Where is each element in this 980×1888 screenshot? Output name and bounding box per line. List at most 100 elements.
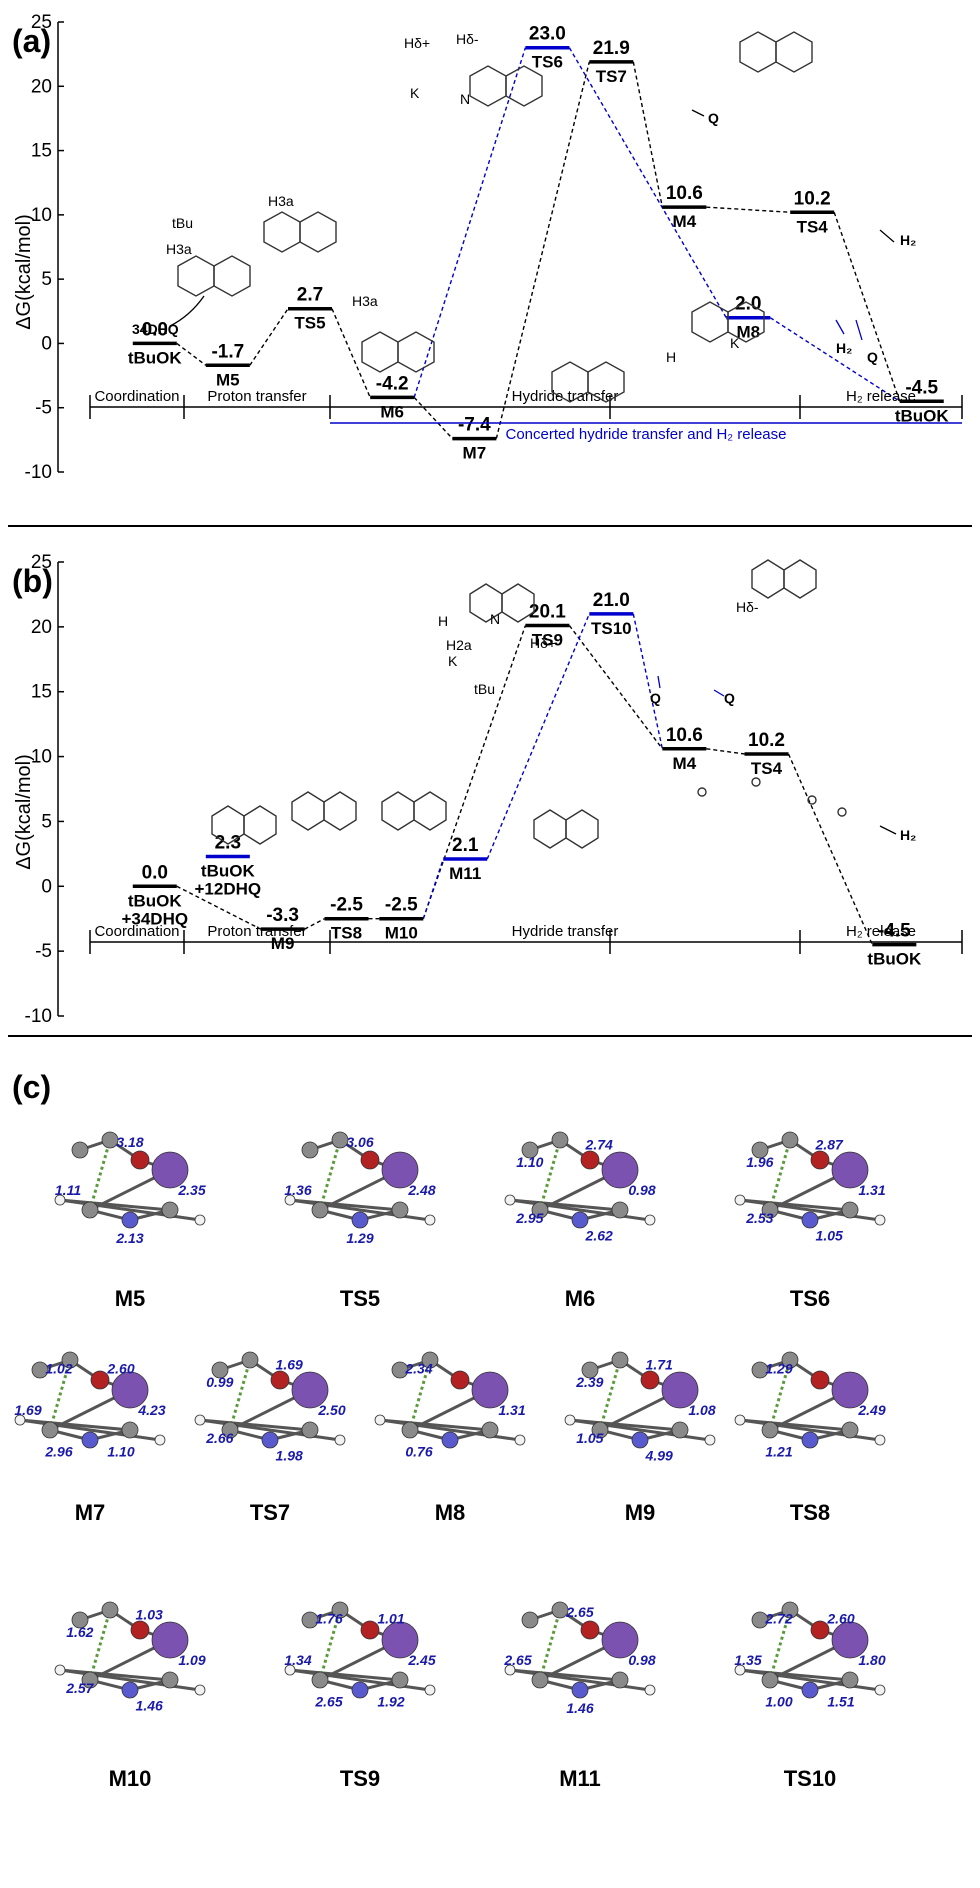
atom: [424, 1684, 436, 1696]
reaction-path-segment: [331, 308, 371, 398]
atom: [810, 1370, 830, 1390]
label-n-ts9: N: [490, 611, 500, 627]
distance-label: 1.03: [136, 1606, 163, 1622]
panel-b-energy-levels: 0.0tBuOK+34DHQ2.3tBuOK+12DHQ-3.3M9-2.5TS…: [121, 590, 922, 969]
atom: [841, 1421, 859, 1439]
distance-label: 1.05: [576, 1430, 603, 1446]
energy-level-value: 0.0: [142, 319, 168, 340]
atom: [101, 1131, 119, 1149]
panel-b-label: (b): [12, 563, 53, 599]
energy-level-value: -3.3: [266, 905, 299, 926]
energy-level-value: 10.2: [794, 188, 831, 209]
label-h3a-m6: H3a: [352, 293, 378, 309]
energy-level-value: 2.7: [297, 285, 323, 306]
molecule-label: TS7: [250, 1500, 290, 1525]
phase-label: Coordination: [94, 923, 179, 940]
atom: [761, 1671, 779, 1689]
y-tick-label: -10: [25, 1006, 52, 1027]
molecule-label: M11: [559, 1766, 601, 1791]
atom: [441, 1431, 459, 1449]
y-tick-label: 5: [41, 269, 52, 290]
atom: [644, 1214, 656, 1226]
atom: [580, 1620, 600, 1640]
distance-label: 2.65: [565, 1604, 593, 1620]
reaction-path-segment: [706, 748, 745, 755]
phase-label: H₂ release: [846, 923, 916, 940]
label-tbu-m5: tBu: [172, 215, 193, 231]
panel-c-label: (c): [12, 1069, 51, 1105]
atom: [521, 1611, 539, 1629]
distance-label: 1.10: [516, 1154, 543, 1170]
atom: [810, 1620, 830, 1640]
energy-level-label: +12DHQ: [195, 879, 262, 898]
label-h-ts9: H: [438, 613, 448, 629]
atom: [54, 1664, 66, 1676]
atom: [331, 1601, 349, 1619]
bond: [59, 1668, 201, 1692]
distance-label: 2.53: [745, 1210, 773, 1226]
y-tick-label: -10: [25, 462, 52, 483]
atom: [301, 1611, 319, 1629]
dashed-bond: [88, 1139, 112, 1211]
distance-label: 1.29: [765, 1360, 792, 1376]
phase-label: Proton transfer: [207, 388, 306, 405]
atom: [194, 1414, 206, 1426]
bond: [739, 1418, 881, 1442]
dashed-bond: [228, 1359, 252, 1431]
reaction-path-segment: [304, 918, 325, 930]
distance-label: 1.96: [746, 1154, 773, 1170]
panel-c-molecules: 2.352.131.113.18M52.481.291.363.06TS50.9…: [14, 1131, 886, 1791]
bond: [199, 1418, 341, 1442]
reaction-path-segment: [176, 342, 207, 366]
energy-level-label: M5: [216, 370, 240, 389]
reaction-path-segment: [249, 308, 289, 366]
distance-label: 3.06: [346, 1134, 373, 1150]
molecule-sketch-ts10: [751, 559, 817, 599]
atom: [421, 1351, 439, 1369]
atom: [14, 1414, 26, 1426]
distance-label: 2.48: [407, 1182, 435, 1198]
label-hdelta-minus: Hδ-: [456, 31, 479, 47]
atom: [194, 1214, 206, 1226]
reaction-path-segment: [787, 753, 873, 945]
distance-label: 2.45: [407, 1652, 435, 1668]
dashed-bond: [318, 1609, 342, 1681]
label-n-ts6: N: [460, 91, 470, 107]
atom: [581, 1361, 599, 1379]
atom: [751, 1141, 769, 1159]
atom: [90, 1370, 110, 1390]
panel-a-y-axis-title: ΔG(kcal/mol): [13, 214, 35, 330]
panel-b-y-axis-title: ΔG(kcal/mol): [13, 754, 35, 870]
panel-b-reaction-paths: [176, 613, 873, 945]
annotation-34dhq: 34DHQ: [132, 321, 179, 337]
distance-label: 1.31: [498, 1402, 525, 1418]
molecule-sketch-m11: [533, 809, 599, 849]
atom: [580, 1150, 600, 1170]
reaction-path-segment: [632, 613, 664, 749]
atom: [151, 1151, 189, 1189]
atom: [801, 1681, 819, 1699]
reaction-path-segment: [706, 206, 791, 213]
distance-label: 2.62: [585, 1228, 613, 1244]
atom: [874, 1434, 886, 1446]
molecule-sketch-m8: [691, 301, 765, 343]
distance-label: 2.96: [44, 1444, 72, 1460]
energy-level-label: M4: [673, 212, 697, 231]
distance-label: 1.51: [827, 1694, 854, 1710]
bond: [59, 1198, 201, 1222]
phase-label: Coordination: [94, 388, 179, 405]
atom: [611, 1671, 629, 1689]
atom: [504, 1194, 516, 1206]
label-h3a: H3a: [166, 241, 192, 257]
distance-label: 2.72: [764, 1610, 792, 1626]
atom: [301, 1421, 319, 1439]
distance-label: 1.00: [765, 1694, 792, 1710]
dashed-bond: [598, 1359, 622, 1431]
dashed-bond: [768, 1359, 792, 1431]
